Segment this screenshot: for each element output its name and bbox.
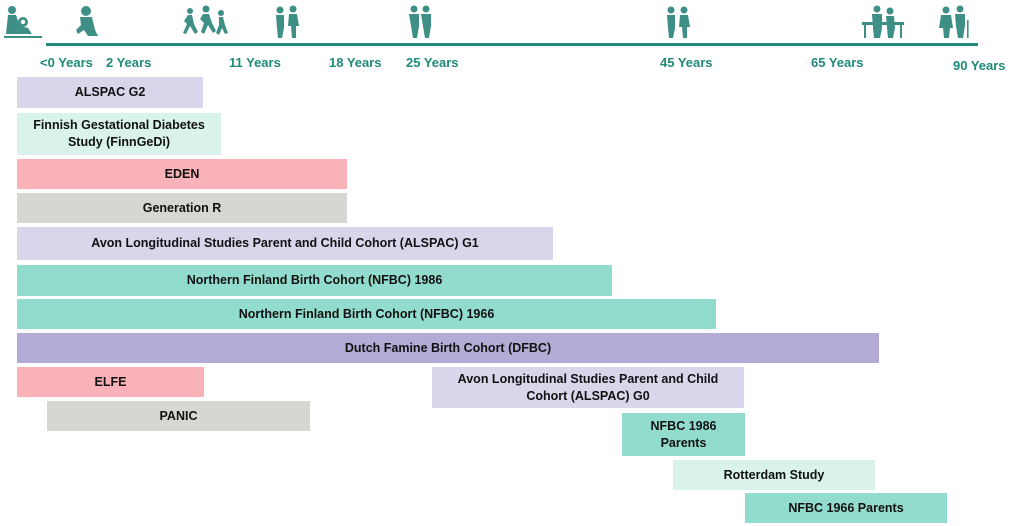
- age-label-prenatal: <0 Years: [40, 55, 93, 70]
- timeline-axis: [46, 43, 978, 46]
- pregnancy-icon: [4, 6, 42, 38]
- age-label-11-years: 11 Years: [229, 55, 281, 70]
- age-label-18-years: 18 Years: [329, 55, 382, 70]
- cohort-bar-rotterdam-study: Rotterdam Study: [673, 460, 875, 490]
- cohort-bar-alspac-g2: ALSPAC G2: [17, 77, 203, 108]
- adults-icon: [667, 6, 690, 38]
- cohort-bar-nfbc-1986: Northern Finland Birth Cohort (NFBC) 198…: [17, 265, 612, 296]
- cohort-bar-finngedi: Finnish Gestational Diabetes Study (Finn…: [17, 113, 221, 155]
- seniors-at-table-icon: [862, 5, 904, 38]
- teenagers-icon: [276, 5, 299, 38]
- cohort-bar-alspac-g1: Avon Longitudinal Studies Parent and Chi…: [17, 227, 553, 260]
- cohort-bar-nfbc-1986-parents: NFBC 1986 Parents: [622, 413, 745, 456]
- running-children-icon: [183, 5, 228, 35]
- age-label-45-years: 45 Years: [660, 55, 713, 70]
- age-label-2-years: 2 Years: [106, 55, 152, 70]
- cohort-bar-nfbc-1966-parents: NFBC 1966 Parents: [745, 493, 947, 523]
- cohort-bar-eden: EDEN: [17, 159, 347, 189]
- cohort-bar-panic: PANIC: [47, 401, 310, 431]
- elderly-couple-icon: [939, 5, 969, 38]
- cohort-bar-alspac-g0: Avon Longitudinal Studies Parent and Chi…: [432, 367, 744, 408]
- age-label-90-years: 90 Years: [953, 58, 1006, 73]
- age-label-65-years: 65 Years: [811, 55, 864, 70]
- cohort-bar-generation-r: Generation R: [17, 193, 347, 223]
- cohort-bar-dfbc: Dutch Famine Birth Cohort (DFBC): [17, 333, 879, 363]
- cohort-bar-nfbc-1966: Northern Finland Birth Cohort (NFBC) 196…: [17, 299, 716, 329]
- cohort-bar-elfe: ELFE: [17, 367, 204, 397]
- age-label-25-years: 25 Years: [406, 55, 459, 70]
- toddler-icon: [76, 6, 98, 36]
- young-adults-icon: [409, 5, 431, 38]
